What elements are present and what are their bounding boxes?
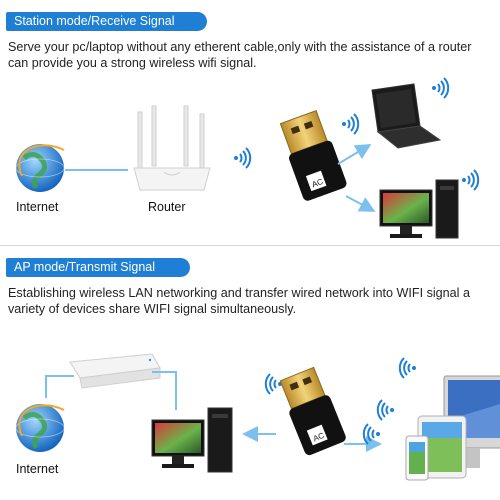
ap-mode-description: Establishing wireless LAN networking and… — [8, 286, 470, 316]
ap-mode-header: AP mode/Transmit Signal — [6, 258, 190, 277]
connection-line — [152, 371, 177, 410]
usb-adapter-icon: AC — [279, 366, 346, 456]
router-label: Router — [148, 200, 186, 214]
phone-icon — [405, 435, 429, 481]
wifi-icon — [362, 423, 381, 445]
adapter-badge: AC — [311, 177, 325, 189]
globe-icon — [15, 144, 65, 192]
wifi-icon — [233, 147, 252, 169]
desktop-pc-icon — [151, 407, 233, 473]
wifi-icon — [264, 373, 283, 395]
network-switch-icon — [69, 353, 161, 389]
wifi-icon — [431, 77, 450, 99]
station-mode-header: Station mode/Receive Signal — [6, 12, 207, 31]
internet-label: Internet — [16, 200, 59, 214]
station-mode-description: Serve your pc/laptop without any etheren… — [8, 40, 472, 70]
laptop-icon — [371, 83, 442, 149]
wifi-icon — [461, 169, 480, 191]
usb-adapter-icon: AC — [279, 110, 347, 201]
wifi-icon — [376, 399, 395, 421]
router-icon — [133, 105, 211, 191]
adapter-badge: AC — [312, 431, 326, 444]
wifi-icon — [398, 357, 417, 379]
desktop-pc-icon — [379, 179, 459, 239]
tablet-icon — [417, 415, 467, 479]
section-divider — [0, 245, 500, 246]
globe-icon — [15, 404, 65, 452]
wifi-icon — [341, 113, 360, 135]
arrow-to-desktop — [345, 195, 376, 212]
internet-label: Internet — [16, 462, 59, 476]
arrow-to-laptop — [337, 143, 372, 165]
connection-line — [45, 375, 74, 398]
